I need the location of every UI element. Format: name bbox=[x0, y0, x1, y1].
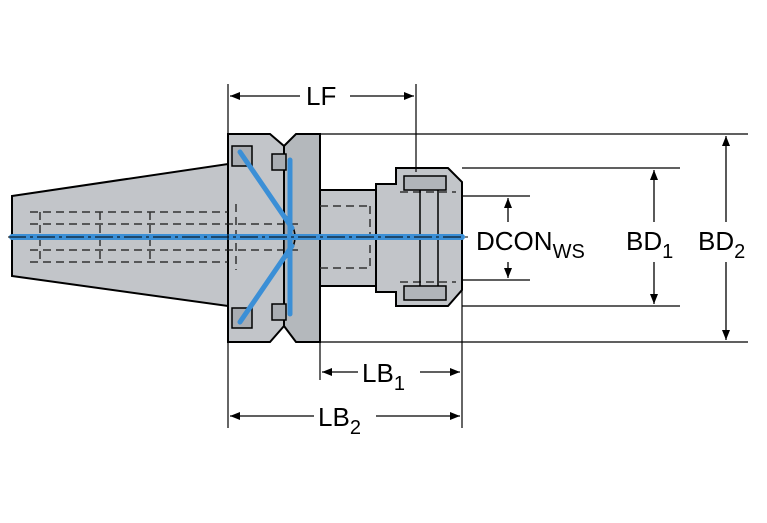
bd1-label: BD1 bbox=[626, 226, 673, 263]
lb1-label: LB1 bbox=[362, 358, 405, 395]
hidden-lines bbox=[30, 191, 456, 283]
lf-label: LF bbox=[306, 81, 336, 111]
extension-lines bbox=[227, 84, 748, 428]
bd2-label: BD2 bbox=[698, 226, 745, 263]
lb2-label: LB2 bbox=[318, 402, 361, 439]
dcon-label: DCONWS bbox=[476, 226, 585, 263]
nut-detail bbox=[403, 175, 447, 301]
